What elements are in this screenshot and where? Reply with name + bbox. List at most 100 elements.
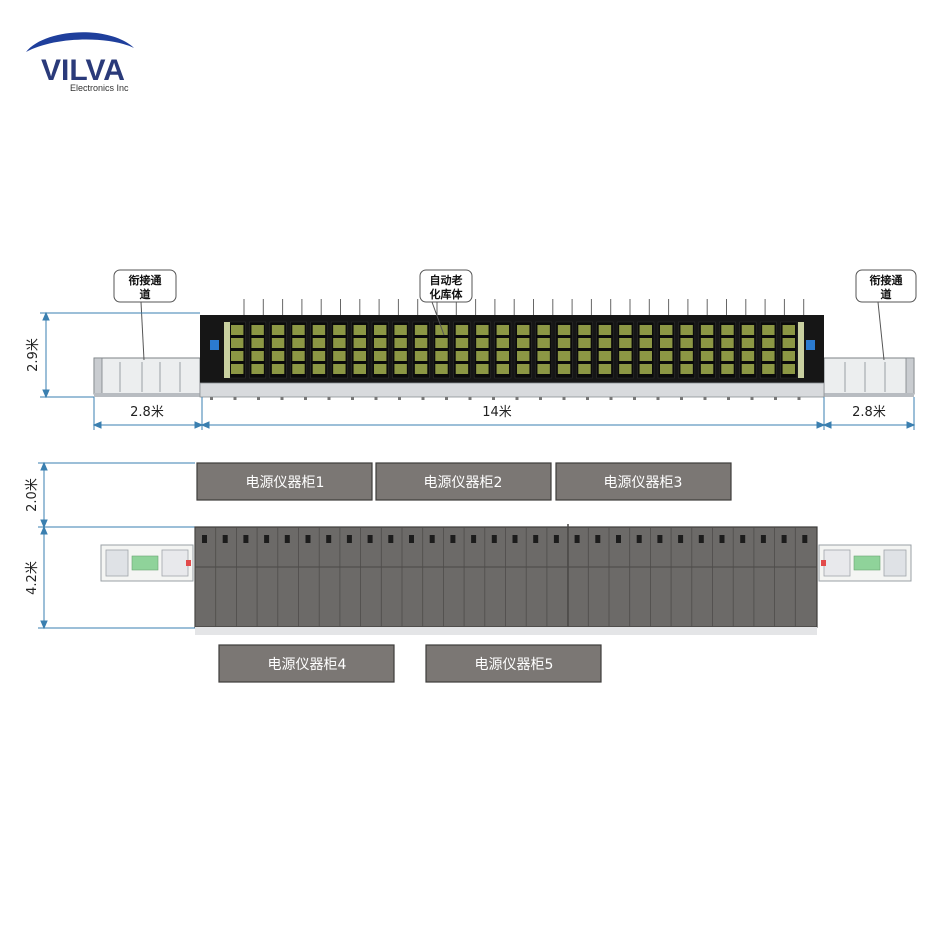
plan-view: 2.0米 4.2米 电源仪器柜1 电源仪器柜2 电源仪器柜3 xyxy=(25,461,912,683)
aging-cell xyxy=(292,351,305,361)
chamber-feet xyxy=(210,397,801,400)
aging-cell xyxy=(435,325,448,335)
aging-cell xyxy=(496,325,509,335)
right-connecting-passage xyxy=(823,357,915,397)
power-cabinet-2: 电源仪器柜2 xyxy=(375,462,552,501)
aging-cell-column xyxy=(330,321,348,379)
aging-cell xyxy=(598,364,612,374)
bay-handle xyxy=(491,535,497,543)
aging-cell xyxy=(721,338,734,348)
bay-handle xyxy=(781,535,787,543)
aging-cell-columns xyxy=(224,321,804,379)
power-cabinet-2-label: 电源仪器柜2 xyxy=(424,475,503,491)
aging-cell xyxy=(517,325,530,335)
bay-handle xyxy=(388,535,394,543)
power-cabinet-1-label: 电源仪器柜1 xyxy=(246,475,325,491)
chamber-foot xyxy=(257,397,260,400)
aging-cell-column xyxy=(596,321,614,379)
bay-handle xyxy=(284,535,290,543)
aging-cell xyxy=(619,325,632,335)
bay-handle xyxy=(222,535,228,543)
aging-cell xyxy=(639,364,652,374)
right-width-label: 2.8米 xyxy=(852,405,886,420)
bay-handle xyxy=(574,535,580,543)
aging-cell-column xyxy=(473,321,491,379)
bay-handle xyxy=(326,535,332,543)
aging-cell xyxy=(476,351,489,361)
chamber-foot xyxy=(210,397,213,400)
logo-brand: VILVA xyxy=(41,54,125,87)
logo-arc xyxy=(26,32,134,52)
chamber-foot xyxy=(445,397,448,400)
aging-cell xyxy=(517,338,530,348)
aging-cell xyxy=(231,351,244,361)
chamber-foot xyxy=(468,397,472,400)
aging-cell-column xyxy=(433,321,450,379)
aging-cell xyxy=(680,338,693,348)
aging-cell xyxy=(251,351,264,361)
aging-cell xyxy=(374,351,387,361)
aging-cell xyxy=(312,351,326,361)
end-cap xyxy=(798,322,804,378)
aging-cell xyxy=(271,364,285,374)
aging-cell xyxy=(476,364,489,374)
aging-cell-column xyxy=(637,321,655,379)
chamber-foot xyxy=(492,397,495,400)
aging-cell xyxy=(353,325,366,335)
right-control-panel xyxy=(806,340,815,350)
aging-cell-column xyxy=(678,321,696,379)
chamber-foot xyxy=(727,397,730,400)
left-passage-plan xyxy=(100,544,194,582)
bay-handle xyxy=(636,535,642,543)
aging-cell-column xyxy=(494,321,512,379)
aging-cell xyxy=(394,351,407,361)
chamber-foot xyxy=(351,397,354,400)
aging-chamber-callout-line2: 化库体 xyxy=(430,287,464,301)
aging-chamber-callout: 自动老 化库体 xyxy=(419,269,473,336)
aging-cell xyxy=(374,325,387,335)
aging-cell xyxy=(660,364,673,374)
aging-cell xyxy=(762,338,775,348)
power-cabinet-5: 电源仪器柜5 xyxy=(425,644,602,683)
aging-cell-column xyxy=(657,321,675,379)
aging-cell xyxy=(762,364,775,374)
aging-cell xyxy=(578,351,591,361)
aging-cell xyxy=(721,351,734,361)
aging-cell xyxy=(374,338,387,348)
aging-cell-column xyxy=(412,321,430,379)
power-cabinet-5-label: 电源仪器柜5 xyxy=(475,657,554,673)
chamber-foot xyxy=(680,397,683,400)
aging-cell-column xyxy=(392,321,410,379)
aging-cell xyxy=(414,338,428,348)
bay-handle xyxy=(367,535,373,543)
aging-cell xyxy=(414,325,428,335)
aging-cell-column xyxy=(453,321,471,379)
aging-cell xyxy=(598,338,612,348)
bay-handle xyxy=(533,535,539,543)
aging-cell xyxy=(782,325,795,335)
aging-cell xyxy=(537,351,550,361)
aging-cell xyxy=(353,351,366,361)
aging-cell xyxy=(660,351,673,361)
chamber-foot xyxy=(609,397,613,400)
bay-handle xyxy=(512,535,518,543)
aging-cell xyxy=(271,351,285,361)
aging-cell xyxy=(251,364,264,374)
left-passage-callout-line2: 道 xyxy=(140,287,151,301)
aging-cell xyxy=(557,338,571,348)
aging-cell xyxy=(557,364,571,374)
aging-cell-column xyxy=(698,321,716,379)
aging-cell xyxy=(435,364,448,374)
chamber-foot xyxy=(656,397,660,400)
bay-handle xyxy=(698,535,704,543)
elevation-dimensions xyxy=(40,311,916,430)
chamber-top-view xyxy=(194,524,818,635)
power-cabinet-3: 电源仪器柜3 xyxy=(555,462,732,501)
aging-cell xyxy=(414,351,428,361)
end-cap xyxy=(224,322,230,378)
chamber-foot xyxy=(515,397,519,400)
bay-handle xyxy=(450,535,456,543)
aging-cell xyxy=(741,351,755,361)
chamber-foot xyxy=(562,397,566,400)
aging-cell xyxy=(292,338,305,348)
